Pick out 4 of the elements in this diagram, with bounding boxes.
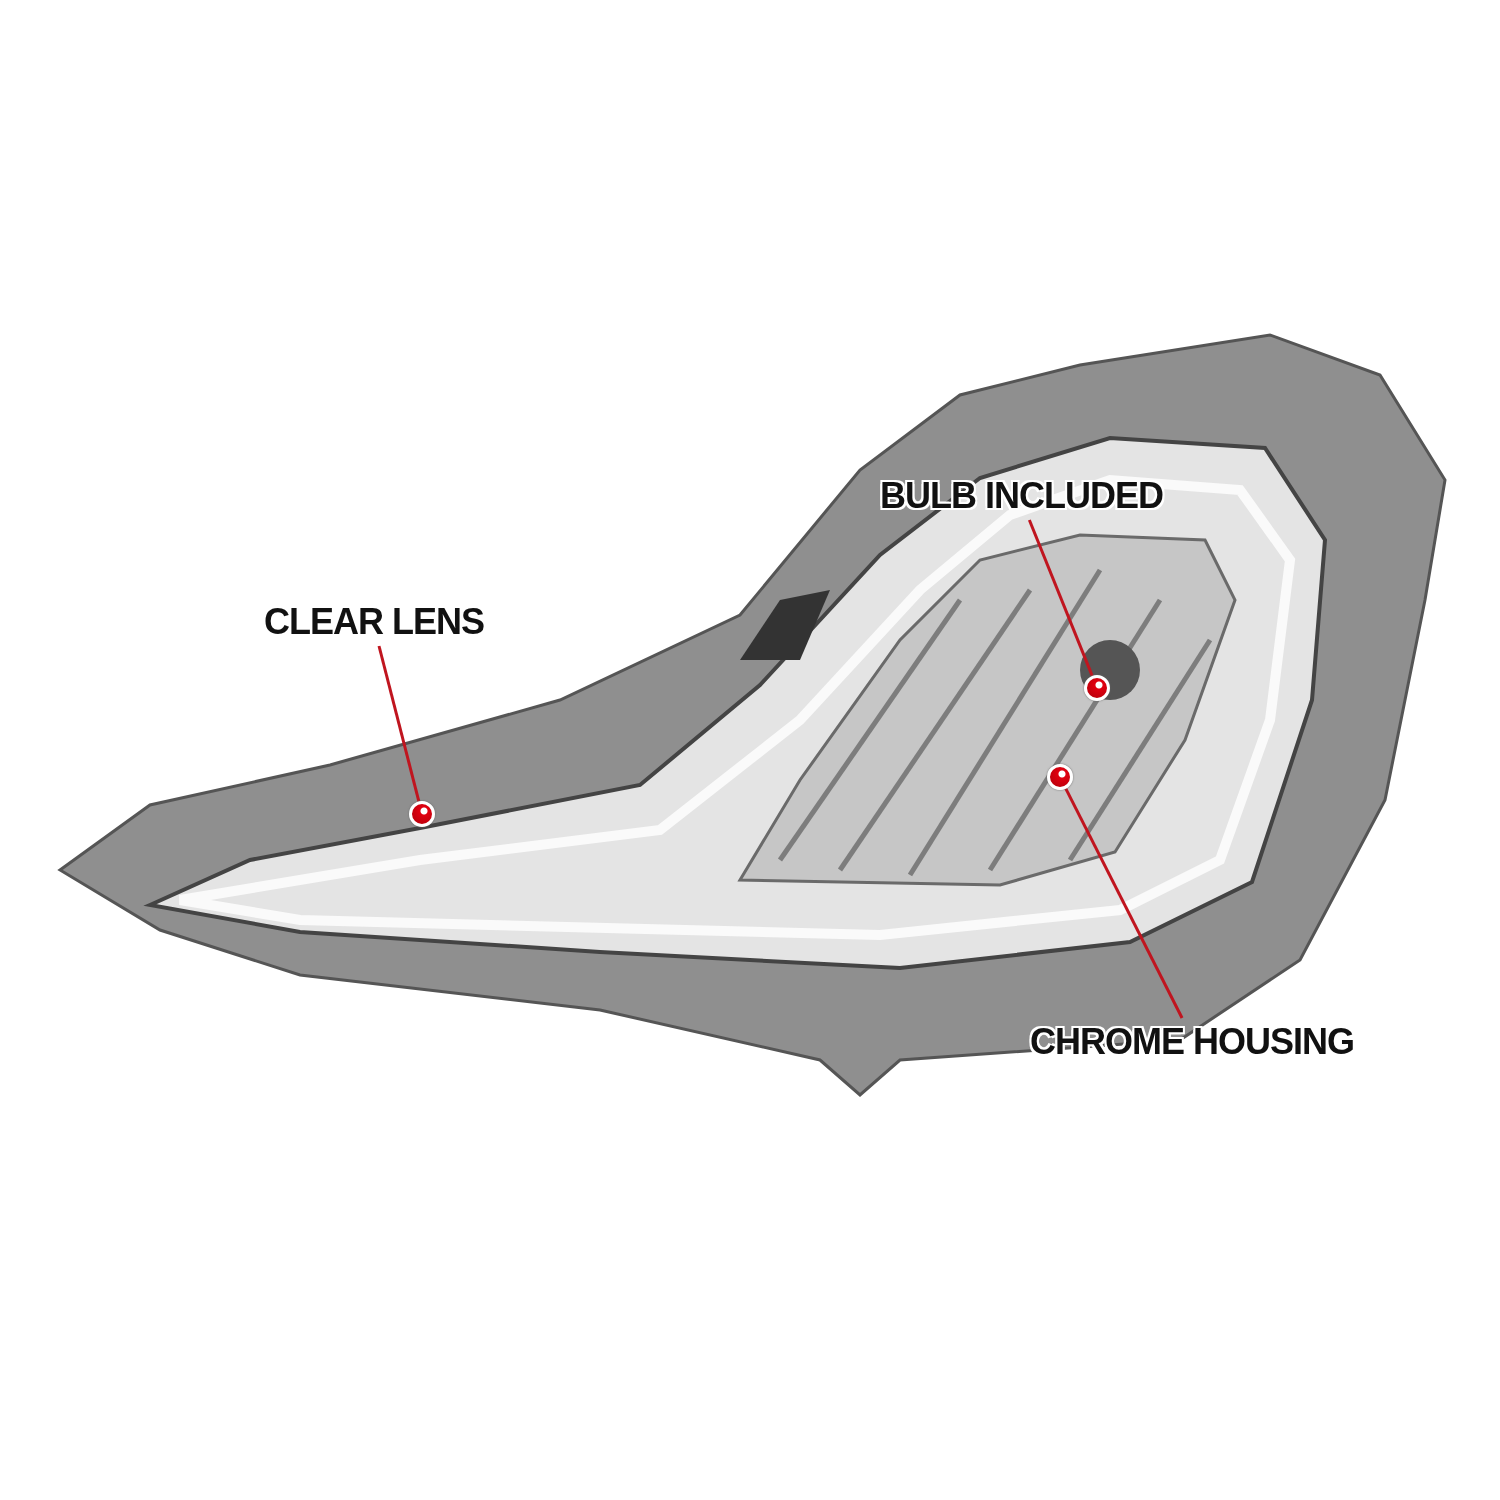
callout-label: CLEAR LENS [264, 602, 484, 642]
leader-line [377, 645, 421, 802]
leader-line [1064, 787, 1184, 1019]
leader-line [1027, 519, 1094, 677]
